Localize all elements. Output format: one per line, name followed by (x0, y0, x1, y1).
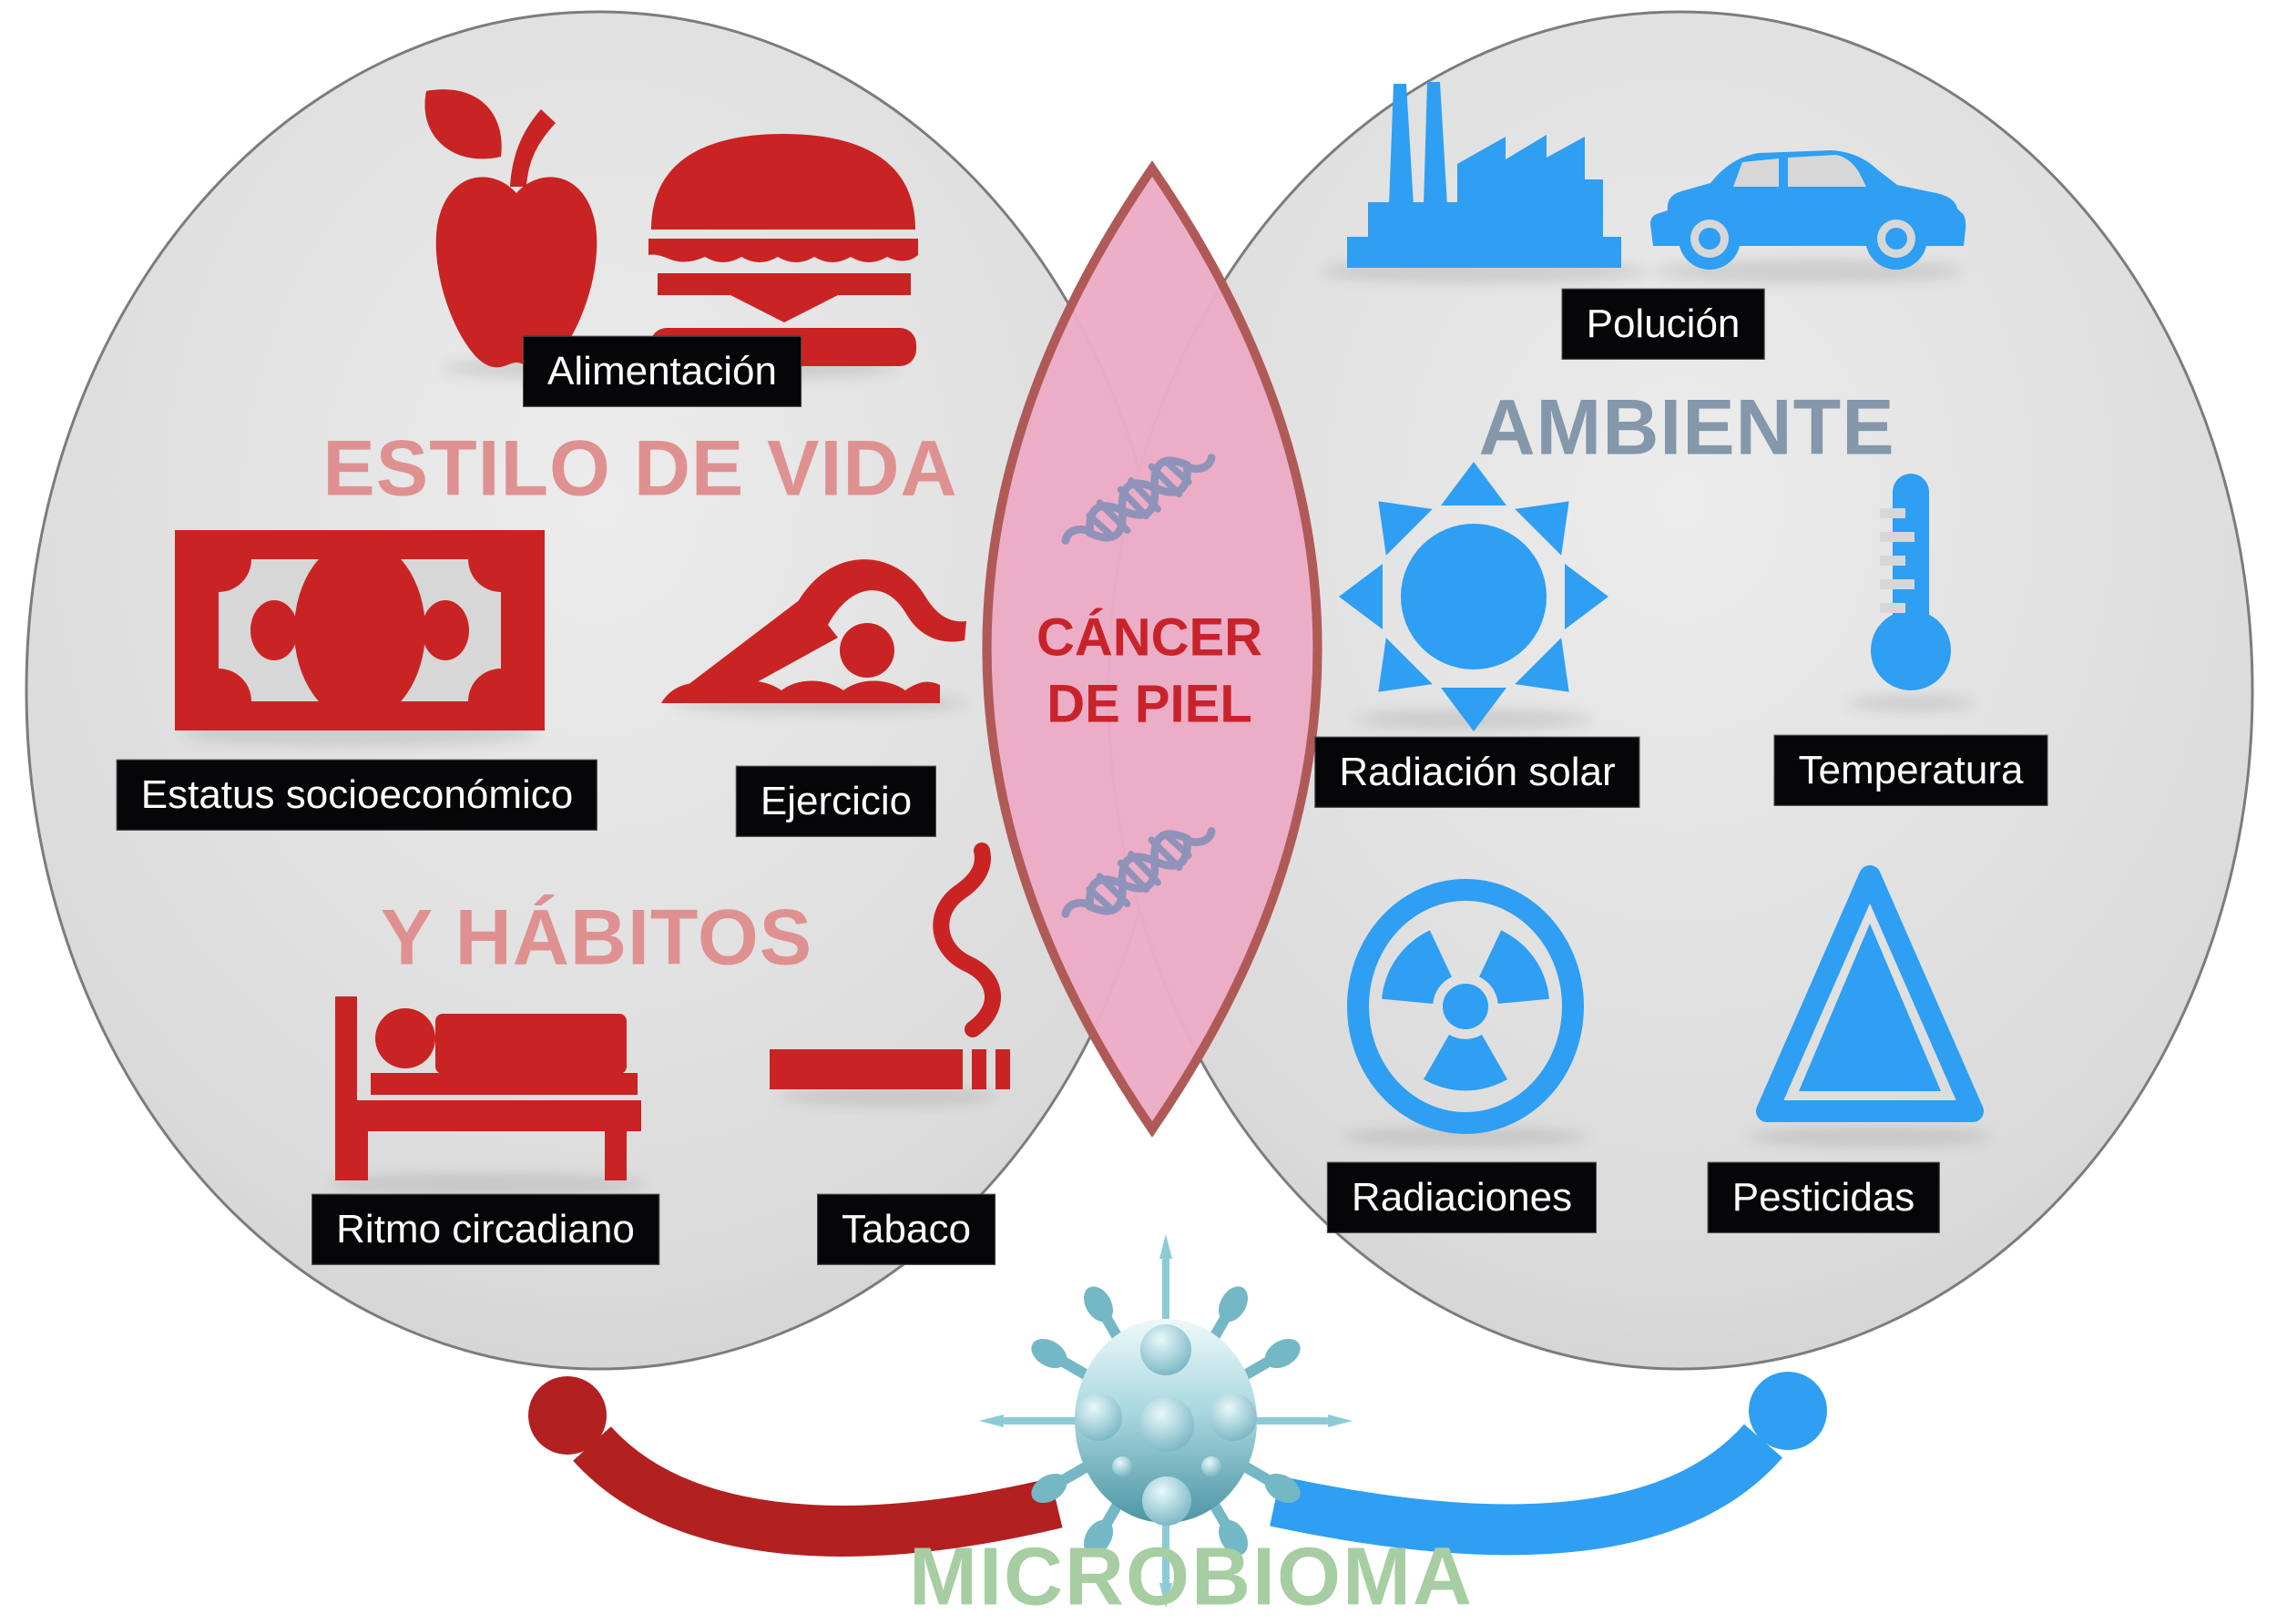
radioactive-icon (1347, 879, 1584, 1134)
thermometer-icon (1871, 474, 1951, 690)
left-set-title-line2: Y HÁBITOS (380, 894, 813, 982)
intersection-label-line1: CÁNCER (1036, 608, 1263, 668)
cigarette-icon (770, 843, 1010, 1089)
burger-icon (648, 134, 918, 366)
warning-triangle-icon (1756, 865, 1984, 1122)
blue-connector-curve (1270, 1424, 1783, 1556)
car-icon (1650, 150, 1966, 270)
label-radiacion-solar: Radiación solar (1314, 736, 1640, 809)
microbe-icon (979, 1234, 1353, 1608)
red-connector-dot (528, 1376, 607, 1455)
left-set-title-line1: ESTILO DE VIDA (322, 424, 958, 513)
label-ejercicio: Ejercicio (735, 765, 937, 838)
bed-sleep-icon (335, 996, 641, 1180)
blue-connector-dot (1749, 1372, 1827, 1450)
microbiome-title: MICROBIOMA (909, 1531, 1474, 1623)
factory-icon (1347, 82, 1621, 268)
swimmer-icon (661, 559, 966, 703)
money-bill-icon (175, 530, 545, 730)
intersection-label: CÁNCER DE PIEL (1036, 606, 1262, 738)
label-temperatura: Temperatura (1773, 734, 2048, 807)
intersection-lens (982, 160, 1322, 1138)
label-radiaciones: Radiaciones (1326, 1161, 1598, 1234)
intersection-label-line2: DE PIEL (1047, 674, 1252, 733)
label-alimentacion: Alimentación (523, 335, 802, 408)
label-ritmo-circadiano: Ritmo circadiano (311, 1193, 659, 1266)
red-connector-curve (573, 1425, 1063, 1557)
label-tabaco: Tabaco (817, 1193, 996, 1266)
sun-icon (1339, 462, 1608, 731)
label-estatus-socioeconomico: Estatus socioeconómico (116, 759, 598, 832)
label-polucion: Polución (1561, 288, 1765, 361)
right-set-title: AMBIENTE (1478, 383, 1895, 472)
microbiome-connectors (528, 1372, 1827, 1557)
label-pesticidas: Pesticidas (1707, 1161, 1940, 1234)
apple-icon (424, 89, 597, 368)
